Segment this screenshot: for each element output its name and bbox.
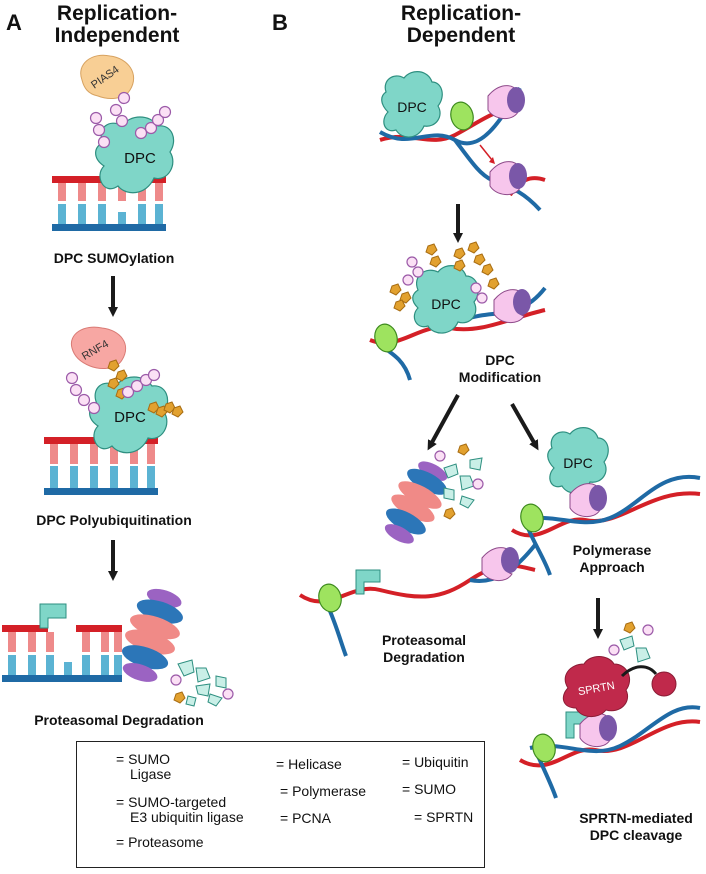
ubiquitin-chain (107, 359, 184, 418)
dna-strand-blue (521, 474, 701, 525)
legend-sumo-ligase-line1: = SUMO (116, 751, 171, 767)
legend-sumo-ligase-line2: Ligase (130, 766, 172, 782)
legend-polymerase: = Polymerase (280, 783, 366, 799)
pcna (599, 715, 617, 741)
panel-a-degradation-scene (2, 588, 234, 707)
legend-ubiquitin: = Ubiquitin (402, 754, 469, 770)
legend-stubl-line1: = SUMO-targeted (116, 794, 227, 810)
dpc-label: DPC (563, 455, 593, 471)
pcna (589, 485, 607, 511)
helicase (374, 323, 398, 353)
step-modification-line1: DPC (485, 352, 515, 368)
step-b-degradation-line1: Proteasomal (381, 632, 467, 648)
sprtn-domain (651, 671, 677, 697)
legend-sumo: = SUMO (402, 781, 457, 797)
dpc-label: DPC (431, 296, 461, 312)
dpc-fragments (619, 635, 651, 663)
legend-proteasome: = Proteasome (116, 834, 204, 850)
pcna (509, 163, 527, 189)
peptide-remnant (355, 569, 381, 595)
sumo-chain (89, 91, 172, 149)
panel-b-letter: B (272, 10, 288, 35)
proteasome (122, 588, 183, 682)
step-modification-line2: Modification (458, 369, 542, 385)
free-ubiquitin (173, 691, 186, 704)
pcna (513, 289, 531, 315)
dna-strand-blue-lower (526, 527, 552, 576)
legend-pcna: = PCNA (280, 810, 331, 826)
free-ubiquitin (623, 621, 636, 634)
helicase (532, 733, 556, 763)
panel-a-sumoylation-scene: DPC PIAS4 (52, 54, 175, 231)
panel-b-title-line2: Dependent (406, 24, 516, 47)
sumo-chain (65, 368, 161, 415)
panel-a-title-line2: Independent (54, 24, 180, 47)
legend (76, 741, 485, 868)
dpc-protein (412, 265, 479, 334)
dna-strand-blue (529, 705, 701, 754)
helicase (520, 503, 544, 533)
panel-a-letter: A (6, 10, 22, 35)
sumo-chains (402, 256, 488, 304)
panel-b-modification-scene: DPC (369, 241, 547, 381)
step-approach-line2: Approach (579, 559, 645, 575)
panel-b-approach-scene: DPC (510, 427, 701, 576)
legend-sprtn: = SPRTN (414, 809, 474, 825)
panel-b-title-line1: Replication- (400, 2, 522, 25)
arrow-b2-right (510, 403, 539, 451)
free-sumo (170, 674, 234, 700)
free-sumo (608, 624, 654, 656)
legend-stubl-line2: E3 ubiquitin ligase (130, 809, 244, 825)
panel-a-title-line1: Replication- (56, 2, 178, 25)
step-approach-line1: Polymerase (572, 542, 652, 558)
helicase (450, 101, 474, 131)
sprtn-protein (562, 656, 630, 717)
step-sumoylation: DPC SUMOylation (53, 250, 175, 266)
proteasome (384, 461, 448, 544)
panel-b-fork-scene: DPC (378, 71, 546, 212)
dpc-fragments (177, 659, 227, 707)
panel-b-cleavage-scene: SPRTN (518, 621, 701, 799)
ubiquitin-chains (389, 241, 500, 312)
sprtn-linker (620, 665, 658, 678)
direction-arrow (479, 144, 493, 161)
step-a-degradation: Proteasomal Degradation (34, 712, 204, 728)
free-ubiquitin (443, 443, 470, 520)
dpc-label: DPC (397, 99, 427, 115)
panel-b-degradation-scene (298, 443, 537, 657)
direction-arrow-head (489, 157, 495, 164)
step-b-degradation-line2: Degradation (383, 649, 465, 665)
arrow-b2-left (427, 394, 460, 451)
step-polyubiquitination: DPC Polyubiquitination (36, 512, 192, 528)
dpc-protein (381, 71, 443, 138)
peptide-remnant (39, 603, 67, 629)
step-cleavage-line2: DPC cleavage (589, 827, 683, 843)
helicase (318, 583, 342, 613)
pcna (501, 547, 519, 573)
dpc-label: DPC (124, 150, 156, 167)
dna-ladder-3 (2, 625, 122, 682)
stubl-protein (70, 326, 127, 369)
legend-helicase: = Helicase (276, 756, 342, 772)
free-sumo (434, 450, 484, 490)
dpc-protein (547, 427, 609, 494)
step-cleavage-line1: SPRTN-mediated (579, 810, 693, 826)
panel-a-polyubiquitination-scene: DPC RNF4 (44, 326, 184, 495)
dna-strand-red (510, 491, 701, 538)
sumo-ligase-protein (80, 54, 135, 99)
pcna (507, 87, 525, 113)
dpc-label: DPC (114, 409, 146, 426)
